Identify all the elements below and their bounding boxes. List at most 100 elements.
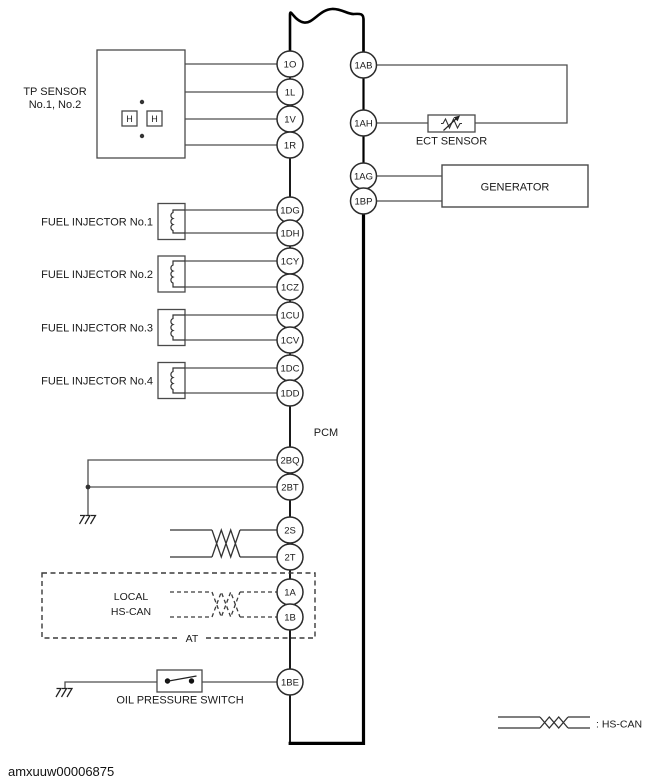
at-label-backing (178, 631, 206, 645)
pin-label: 1AG (354, 171, 373, 182)
pin-2T: 2T (276, 543, 304, 571)
pin-circle (276, 603, 304, 631)
switch-lever-icon (165, 675, 197, 683)
pin-circle (276, 668, 304, 696)
tp-element-label-1: H (126, 114, 133, 124)
twisted-pair-wires (170, 529, 277, 558)
fuel-injector-2-label: FUEL INJECTOR No.2 (41, 269, 153, 281)
generator-group: GENERATOR (377, 164, 589, 208)
pin-1DD: 1DD (276, 379, 304, 407)
legend-twisted-pair-icon (539, 715, 569, 730)
pin-2BQ: 2BQ (276, 446, 304, 474)
pin-label: 1A (284, 587, 296, 598)
junction-dot (139, 133, 145, 139)
pin-1L: 1L (276, 78, 304, 106)
pin-circle (276, 473, 304, 501)
pin-1CU: 1CU (276, 301, 304, 329)
tp-sensor-label-line2: No.1, No.2 (29, 99, 82, 111)
local-hs-can-group: LOCAL HS-CAN AT (41, 572, 316, 645)
switch-contact-dot (188, 678, 195, 684)
fuel-injector-4-label: FUEL INJECTOR No.4 (41, 376, 153, 388)
pin-circle (276, 446, 304, 474)
pin-label: 2BT (281, 482, 299, 493)
pin-1BE: 1BE (276, 668, 304, 696)
pin-1CZ: 1CZ (276, 273, 304, 301)
pin-1BP: 1BP (349, 187, 378, 215)
pin-1AG: 1AG (349, 162, 378, 190)
ect-sensor-wire-1ab (377, 64, 568, 124)
pin-1DC: 1DC (276, 354, 304, 382)
tp-sensor-element-box-2 (146, 110, 163, 127)
pcm-label: PCM (314, 427, 338, 439)
fuel-injector-2-group: FUEL INJECTOR No.2 (41, 255, 277, 293)
legend-twisted-pair-wires (498, 716, 590, 729)
pin-label: 1CV (281, 335, 300, 346)
fuel-injector-4-group: FUEL INJECTOR No.4 (41, 361, 277, 400)
pin-1B: 1B (276, 603, 304, 631)
pin-2S: 2S (276, 516, 304, 544)
oil-pressure-switch-label: OIL PRESSURE SWITCH (116, 695, 243, 707)
hs-can-twisted-pair-group (170, 528, 277, 559)
tp-sensor-label-line1: TP SENSOR (23, 86, 86, 98)
pin-1R: 1R (276, 131, 304, 159)
tp-sensor-group: H H TP SENSOR No.1, No.2 (23, 49, 277, 159)
fuel-injector-1-wires (185, 209, 277, 234)
ground-icon (78, 514, 97, 525)
legend-hs-can-label: : HS-CAN (596, 719, 642, 731)
pin-label: 1V (284, 114, 296, 125)
junction-dot (85, 484, 91, 490)
thermistor-arrowhead (453, 115, 460, 122)
pin-label: 1AH (354, 118, 373, 129)
pin-label: 1CU (280, 310, 299, 321)
junction-dot (139, 99, 145, 105)
pin-label: 1CZ (281, 282, 299, 293)
pin-circle (276, 273, 304, 301)
pin-label: 1L (285, 87, 296, 98)
pin-circle (276, 326, 304, 354)
tp-sensor-element-box-1 (121, 110, 138, 127)
dashed-twisted-pair-icon (211, 590, 241, 619)
generator-wires (377, 175, 442, 202)
generator-label: GENERATOR (481, 182, 550, 194)
pin-circle (276, 78, 304, 106)
pin-circle (349, 187, 378, 215)
injector-coil-icon (170, 314, 185, 341)
legend-group: : HS-CAN (498, 715, 642, 731)
pin-1CV: 1CV (276, 326, 304, 354)
pin-1CY: 1CY (276, 247, 304, 275)
pin-1AH: 1AH (349, 109, 378, 137)
pcm-ground-group (78, 459, 277, 525)
pin-label: 1DD (280, 388, 299, 399)
oil-pressure-switch-group: OIL PRESSURE SWITCH (55, 669, 277, 707)
fuel-injector-3-wires (185, 314, 277, 341)
pin-circle (276, 50, 304, 78)
fuel-injector-1-group: FUEL INJECTOR No.1 (41, 202, 277, 241)
oil-pressure-switch-wires (64, 681, 277, 689)
pin-label: 1B (284, 612, 296, 623)
tp-element-label-2: H (151, 114, 158, 124)
pin-circle (276, 543, 304, 571)
injector-coil-icon (170, 367, 185, 394)
pin-label: 1AB (355, 60, 373, 71)
thermistor-arrow (443, 117, 458, 131)
injector-coil-icon (170, 209, 185, 234)
pin-label: 1DC (280, 363, 299, 374)
generator-box (441, 164, 589, 208)
fuel-injector-2-wires (185, 260, 277, 288)
oil-pressure-switch-box (156, 669, 203, 693)
local-hs-can-label-line1: LOCAL (114, 591, 149, 603)
pcm-left-pins: 1O1L1V1R1DG1DH1CY1CZ1CU1CV1DC1DD2BQ2BT2S… (276, 50, 304, 696)
pin-circle (276, 379, 304, 407)
figure-id: amxuuw00006875 (8, 764, 114, 779)
pin-label: 2T (284, 552, 295, 563)
local-hs-can-label-line2: HS-CAN (111, 606, 151, 618)
at-label: AT (186, 633, 199, 645)
injector-coil-icon (170, 260, 185, 288)
pin-1A: 1A (276, 578, 304, 606)
pin-circle (349, 51, 378, 79)
local-hs-can-dashed-wires (170, 591, 277, 618)
pin-circle (276, 219, 304, 247)
pin-circle (276, 131, 304, 159)
